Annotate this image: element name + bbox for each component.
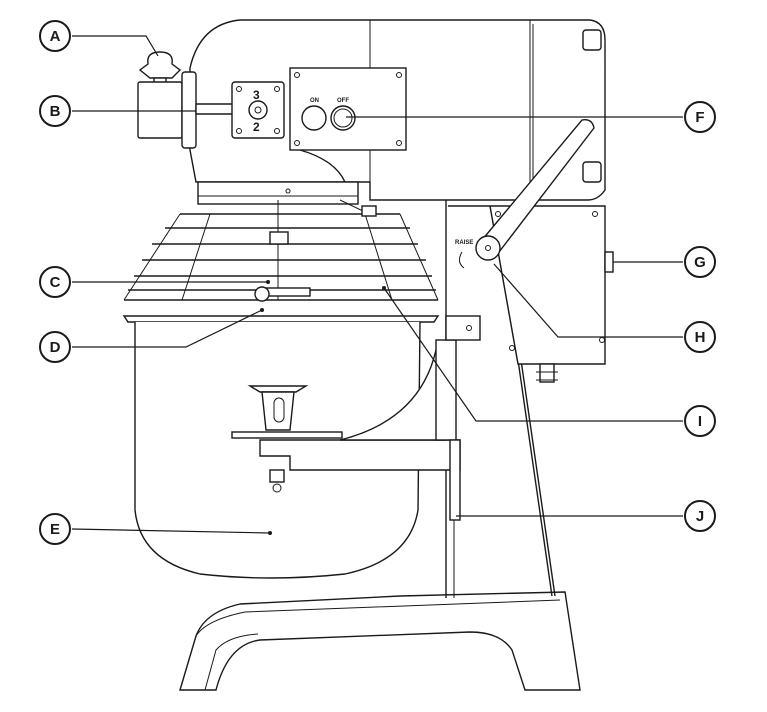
speed-label-high: 3 <box>253 88 260 102</box>
speed-selector-housing: 3 2 <box>137 71 285 149</box>
callout-g: G <box>684 246 716 278</box>
callout-b: B <box>39 95 71 127</box>
callout-f: F <box>684 101 716 133</box>
cable-gland <box>539 363 555 383</box>
callout-c: C <box>39 266 71 298</box>
mixer-illustration: 3 2 ON OFF <box>122 19 614 691</box>
mixer-base <box>179 591 581 691</box>
leader-lines <box>71 35 683 535</box>
callout-h: H <box>684 321 716 353</box>
bowl-lift-handle: RAISE <box>455 118 595 269</box>
callout-j-label: J <box>696 508 704 525</box>
off-button-shape <box>330 105 356 131</box>
callout-e: E <box>39 513 71 545</box>
callout-h-label: H <box>695 329 706 346</box>
bowl-lift-assembly <box>259 315 481 598</box>
callout-d-label: D <box>50 339 61 356</box>
on-label: ON <box>310 98 319 104</box>
switch-panel: ON OFF <box>289 67 407 151</box>
callout-d: D <box>39 331 71 363</box>
off-label: OFF <box>337 98 349 104</box>
on-button-shape <box>301 105 327 131</box>
callout-a-label: A <box>50 28 61 45</box>
speed-label-low: 2 <box>253 120 260 134</box>
callout-a: A <box>39 20 71 52</box>
gearbox-housing <box>448 205 614 383</box>
callout-c-label: C <box>50 274 61 291</box>
callout-g-label: G <box>694 254 706 271</box>
callout-b-label: B <box>50 103 61 120</box>
callouts: A B C D E F G H <box>39 20 716 545</box>
callout-i: I <box>684 405 716 437</box>
raise-label: RAISE <box>455 240 473 246</box>
callout-f-label: F <box>695 109 704 126</box>
callout-e-label: E <box>50 521 60 538</box>
bowl-guard <box>123 199 439 302</box>
callout-j: J <box>684 500 716 532</box>
callout-i-label: I <box>698 413 702 430</box>
